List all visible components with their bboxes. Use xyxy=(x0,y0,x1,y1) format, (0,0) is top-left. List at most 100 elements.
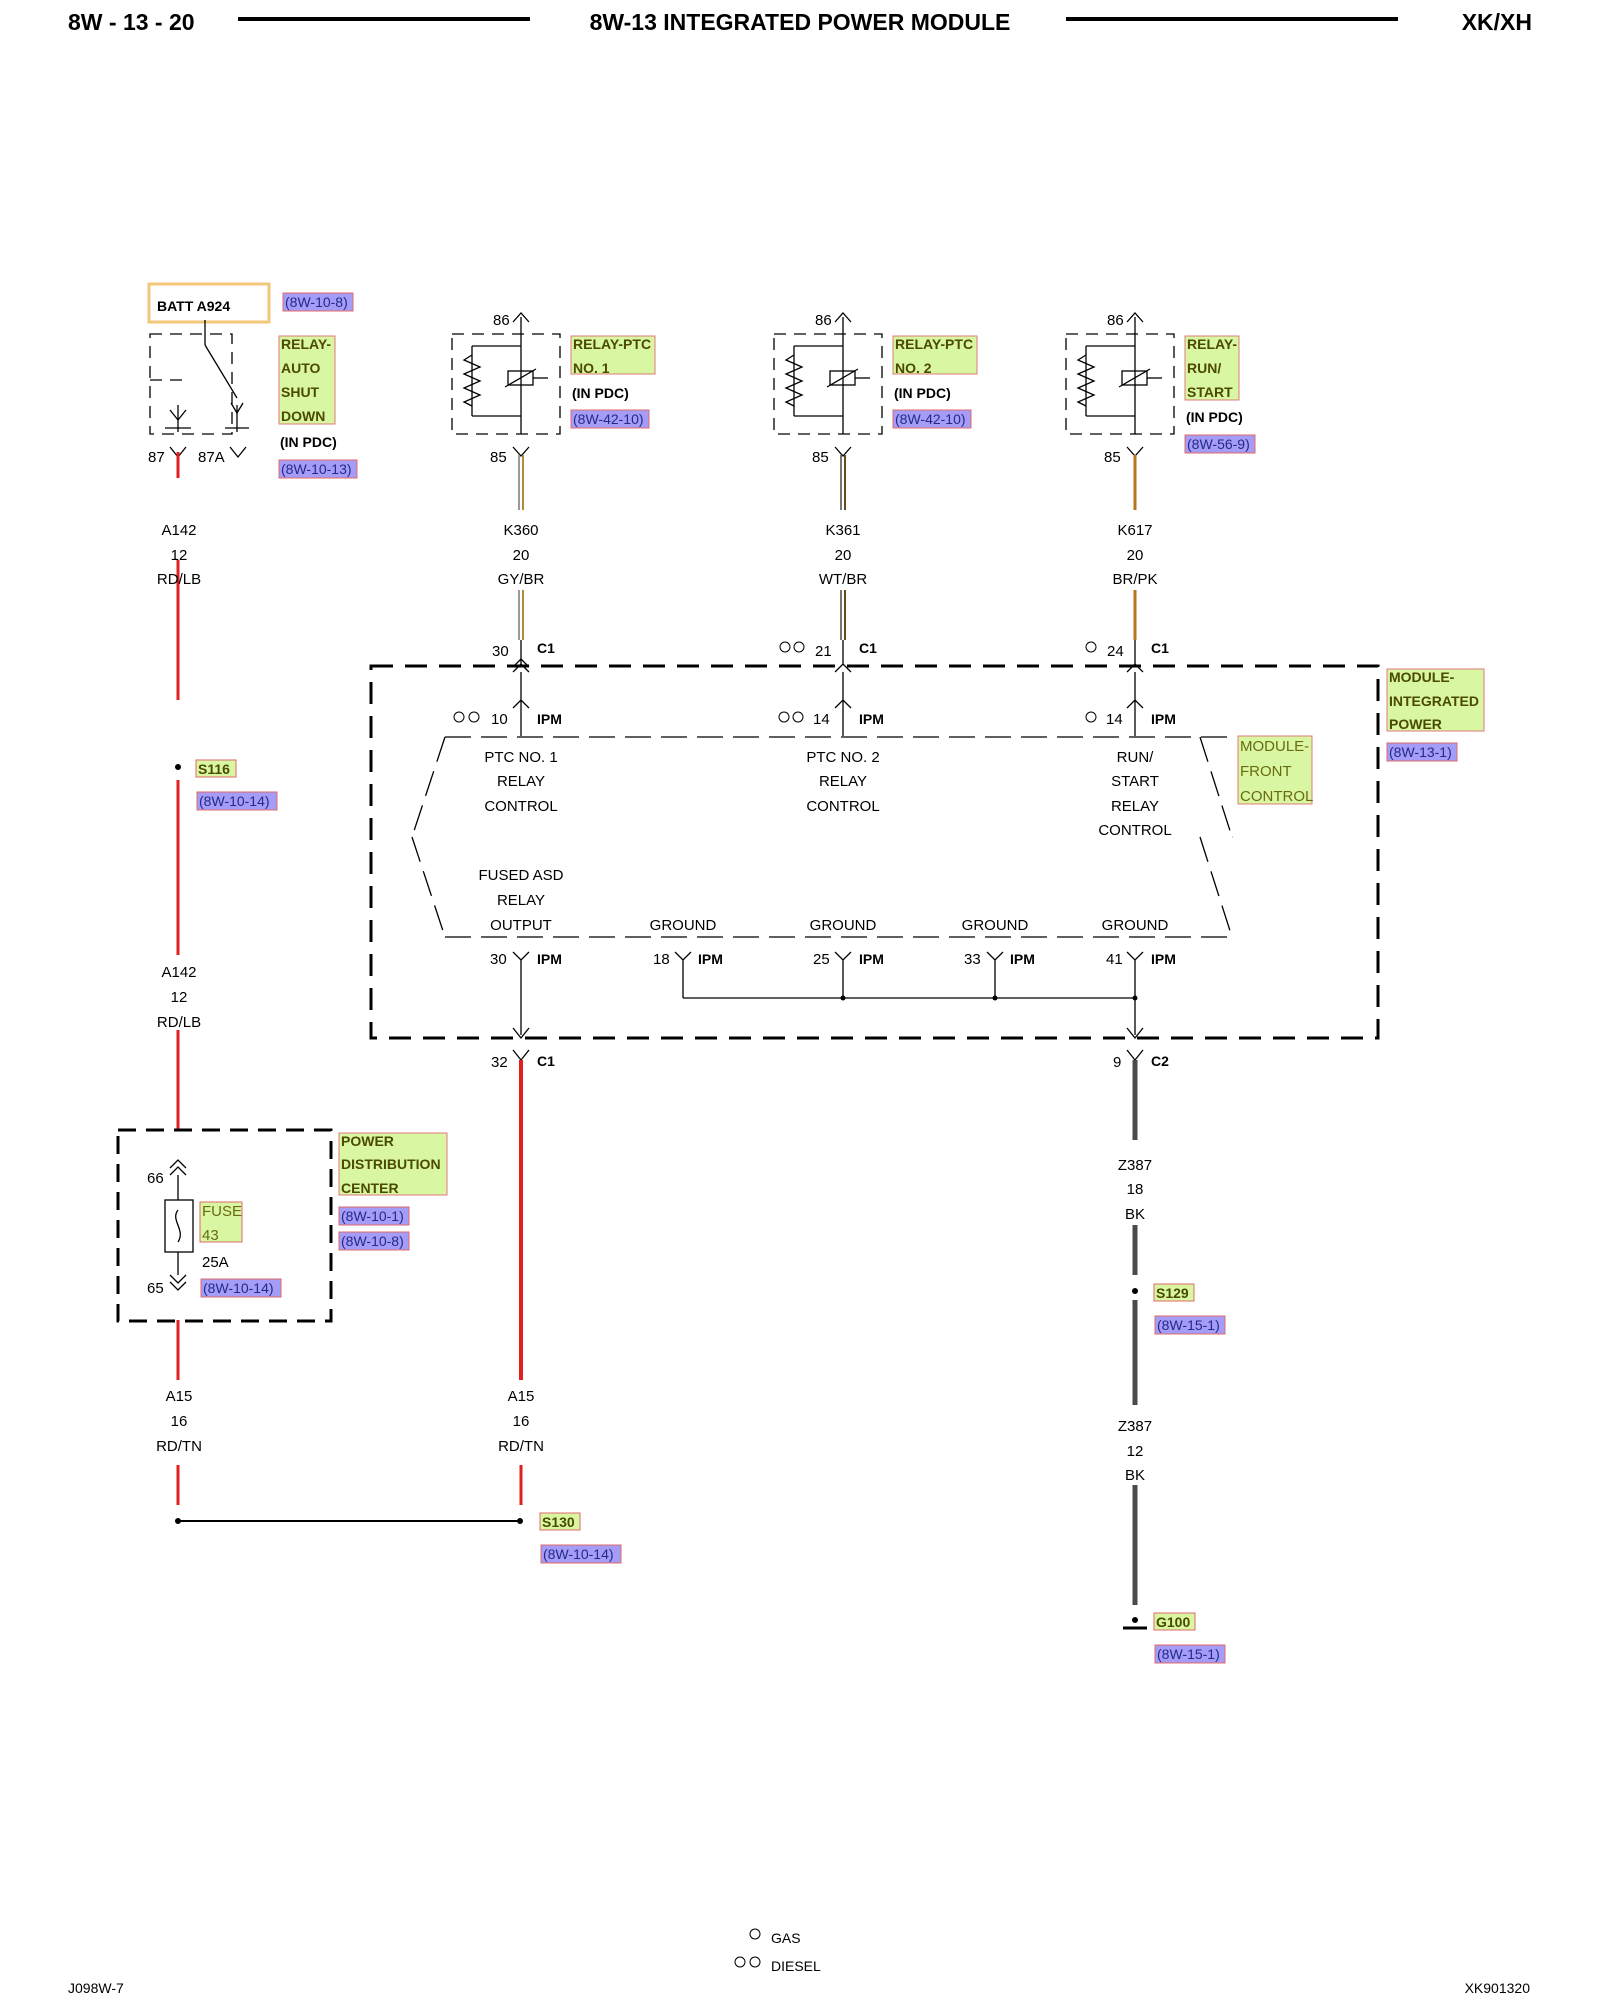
ipm-out-label-b: IPM xyxy=(698,951,723,967)
pdc-ref-1: (8W-10-1) xyxy=(341,1208,404,1224)
ipm-name-3: POWER xyxy=(1389,716,1442,732)
page-title: 8W-13 INTEGRATED POWER MODULE xyxy=(590,9,1011,35)
a15-left-color: RD/TN xyxy=(156,1438,202,1455)
run-ctrl-1: RUN/ xyxy=(1117,749,1154,766)
c1-label-a: C1 xyxy=(537,640,555,656)
g100-ref: (8W-15-1) xyxy=(1157,1646,1220,1662)
wire-k361 xyxy=(840,455,846,640)
a142-top-gauge: 12 xyxy=(171,547,188,564)
ptc1-ref: (8W-42-10) xyxy=(573,411,644,427)
asd-out-1: FUSED ASD xyxy=(478,867,563,884)
s129-ref-box xyxy=(1154,1315,1226,1335)
ground-junction-3 xyxy=(1132,995,1138,1001)
ground-label-4: GROUND xyxy=(1102,917,1169,934)
run-name-3: START xyxy=(1187,384,1233,400)
ipm-in-pin-10: 10 xyxy=(491,711,508,728)
pdc-pin-65: 65 xyxy=(147,1280,164,1297)
ipm-ref: (8W-13-1) xyxy=(1389,744,1452,760)
k361-circuit: K361 xyxy=(825,522,860,539)
k617-gauge: 20 xyxy=(1127,547,1144,564)
ipm-out-label-e: IPM xyxy=(1151,951,1176,967)
legend-gas: GAS xyxy=(771,1930,801,1946)
z387a-gauge: 18 xyxy=(1127,1181,1144,1198)
batt-label: BATT A924 xyxy=(157,298,230,314)
c1-pin-32: 32 xyxy=(491,1054,508,1071)
pdc-ref-2: (8W-10-8) xyxy=(341,1233,404,1249)
a142-mid-color: RD/LB xyxy=(157,1014,201,1031)
run-ctrl-2: START xyxy=(1111,773,1159,790)
s116-id: S116 xyxy=(198,761,230,777)
ptc1-ref-box xyxy=(570,409,650,429)
k360-color: GY/BR xyxy=(498,571,545,588)
ptc1-pin-86: 86 xyxy=(493,312,510,329)
fuse-ref-box xyxy=(200,1278,282,1298)
ipm-box xyxy=(369,664,1380,1040)
k360-circuit: K360 xyxy=(503,522,538,539)
c2-pin-9: 9 xyxy=(1113,1054,1121,1071)
s130-id-box xyxy=(539,1512,581,1531)
run-ctrl-3: RELAY xyxy=(1111,798,1159,815)
k361-color: WT/BR xyxy=(819,571,867,588)
ptc1-name-1: RELAY-PTC xyxy=(573,336,651,352)
g100-id-box xyxy=(1153,1612,1196,1631)
splice-s129-dot xyxy=(1132,1288,1138,1294)
c2-label: C2 xyxy=(1151,1053,1169,1069)
asd-out-3: OUTPUT xyxy=(490,917,552,934)
c1-pin-30: 30 xyxy=(492,643,509,660)
a142-mid-gauge: 12 xyxy=(171,989,188,1006)
diesel-legend-marker-2 xyxy=(749,1956,761,1968)
run-pin-85: 85 xyxy=(1104,449,1121,466)
z387b-color: BK xyxy=(1125,1467,1145,1484)
ground-junction-2 xyxy=(992,995,998,1001)
asd-name-2: AUTO xyxy=(281,360,321,376)
run-pin-86: 86 xyxy=(1107,312,1124,329)
z387a-circuit: Z387 xyxy=(1118,1157,1152,1174)
g100-id: G100 xyxy=(1156,1614,1190,1630)
ipm-in-pin-14b: 14 xyxy=(1106,711,1123,728)
asd-location: (IN PDC) xyxy=(280,434,337,450)
asd-pin-87a: 87A xyxy=(198,449,225,466)
ipm-out-pin-33: 33 xyxy=(964,951,981,968)
a142-top-color: RD/LB xyxy=(157,571,201,588)
g100-ref-box xyxy=(1154,1644,1226,1664)
ipm-in-label-a: IPM xyxy=(537,711,562,727)
ground-g100-dot xyxy=(1132,1617,1138,1623)
ptc2-pin-86: 86 xyxy=(815,312,832,329)
fcm-outline xyxy=(411,736,1233,938)
splice-s116-dot xyxy=(175,764,181,770)
k617-color: BR/PK xyxy=(1112,571,1157,588)
page-number: 8W - 13 - 20 xyxy=(68,9,195,35)
ptc1-location: (IN PDC) xyxy=(572,385,629,401)
z387b-gauge: 12 xyxy=(1127,1443,1144,1460)
fuse-name-2: 43 xyxy=(202,1227,219,1244)
a15-left-circuit: A15 xyxy=(166,1388,193,1405)
batt-ref: (8W-10-8) xyxy=(285,294,348,310)
ptc2-ref-box xyxy=(892,409,972,429)
ptc2-ctrl-1: PTC NO. 2 xyxy=(806,749,879,766)
c1-label-d: C1 xyxy=(537,1053,555,1069)
c1-label-b: C1 xyxy=(859,640,877,656)
diesel-legend-marker-1 xyxy=(734,1956,746,1968)
ptc1-name-2: NO. 1 xyxy=(573,360,610,376)
footer-left-code: J098W-7 xyxy=(68,1980,124,1996)
fuse-rating: 25A xyxy=(202,1254,229,1271)
ptc2-ref: (8W-42-10) xyxy=(895,411,966,427)
s116-ref-box xyxy=(196,791,278,811)
c1-pin-24: 24 xyxy=(1107,643,1124,660)
ptc2-ctrl-3: CONTROL xyxy=(806,798,879,815)
s130-id: S130 xyxy=(542,1514,575,1530)
c1-pin-21: 21 xyxy=(815,643,832,660)
run-name-1: RELAY- xyxy=(1187,336,1237,352)
a15-right-color: RD/TN xyxy=(498,1438,544,1455)
c1-input-connectors xyxy=(512,640,1144,736)
asd-ref-box xyxy=(278,459,358,479)
ptc1-ctrl-2: RELAY xyxy=(497,773,545,790)
s130-ref: (8W-10-14) xyxy=(543,1546,614,1562)
run-ref: (8W-56-9) xyxy=(1187,436,1250,452)
ptc1-relay-symbol xyxy=(451,312,561,457)
z387a-color: BK xyxy=(1125,1206,1145,1223)
batt-box xyxy=(147,282,271,324)
ptc1-ctrl-3: CONTROL xyxy=(484,798,557,815)
ptc2-name-2: NO. 2 xyxy=(895,360,932,376)
